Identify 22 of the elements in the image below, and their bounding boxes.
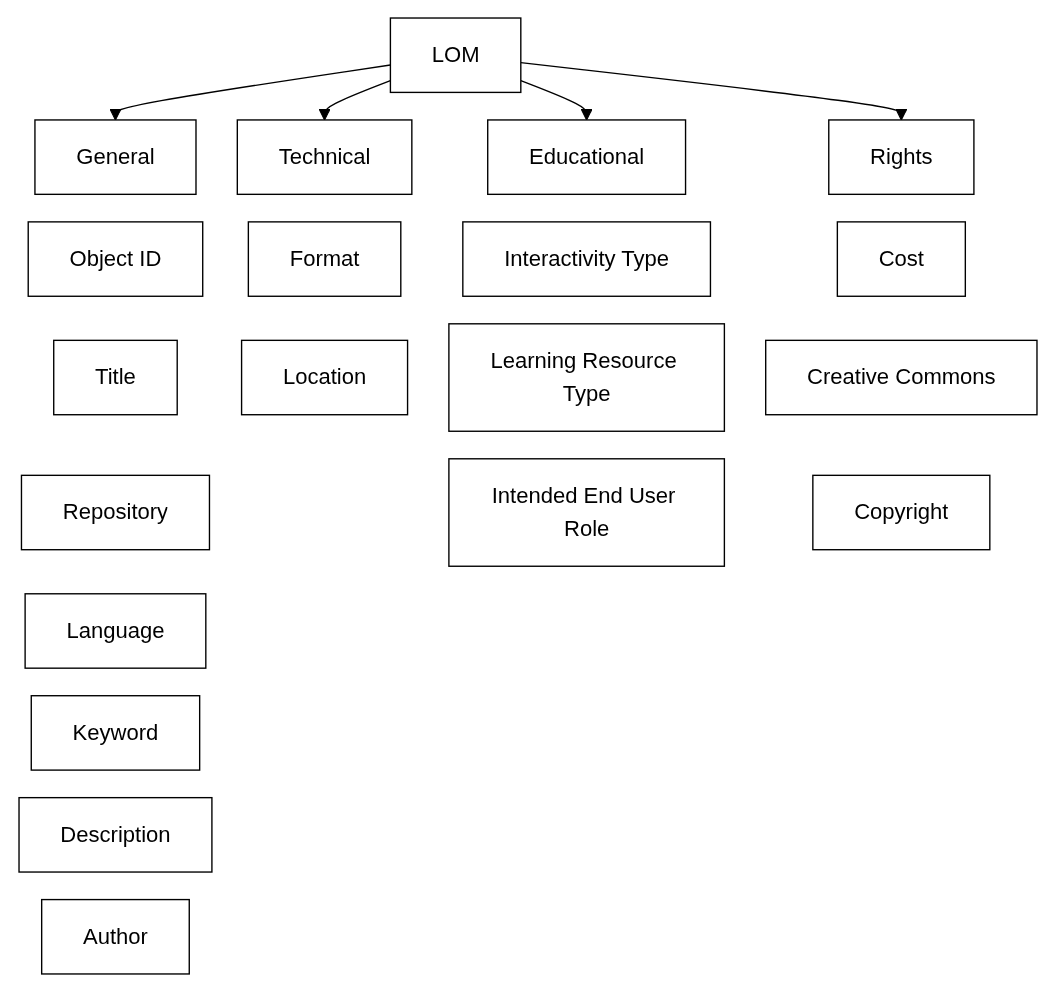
node-box: LOM — [389, 17, 522, 94]
node-box: Rights — [828, 119, 975, 195]
node-box: Intended End User Role — [448, 458, 726, 567]
node-box: Educational — [487, 119, 687, 195]
arrow — [520, 62, 908, 121]
node-box: Language — [24, 593, 207, 669]
node-box: Format — [247, 221, 402, 297]
node-box: Interactivity Type — [462, 221, 712, 297]
node-box: Keyword — [30, 695, 201, 771]
node-box: General — [34, 119, 197, 195]
node-box: Copyright — [812, 474, 991, 551]
arrow — [520, 79, 593, 121]
node-box: Technical — [236, 119, 413, 195]
node-box: Learning Resource Type — [448, 323, 726, 432]
node-box: Creative Commons — [765, 339, 1038, 416]
node-box: Repository — [20, 474, 211, 551]
node-box: Author — [41, 898, 190, 975]
node-box: Cost — [836, 221, 967, 297]
node-box: Description — [18, 796, 213, 873]
node-box: Location — [240, 339, 409, 416]
node-box: Object ID — [27, 221, 204, 297]
node-box: Title — [53, 339, 178, 416]
